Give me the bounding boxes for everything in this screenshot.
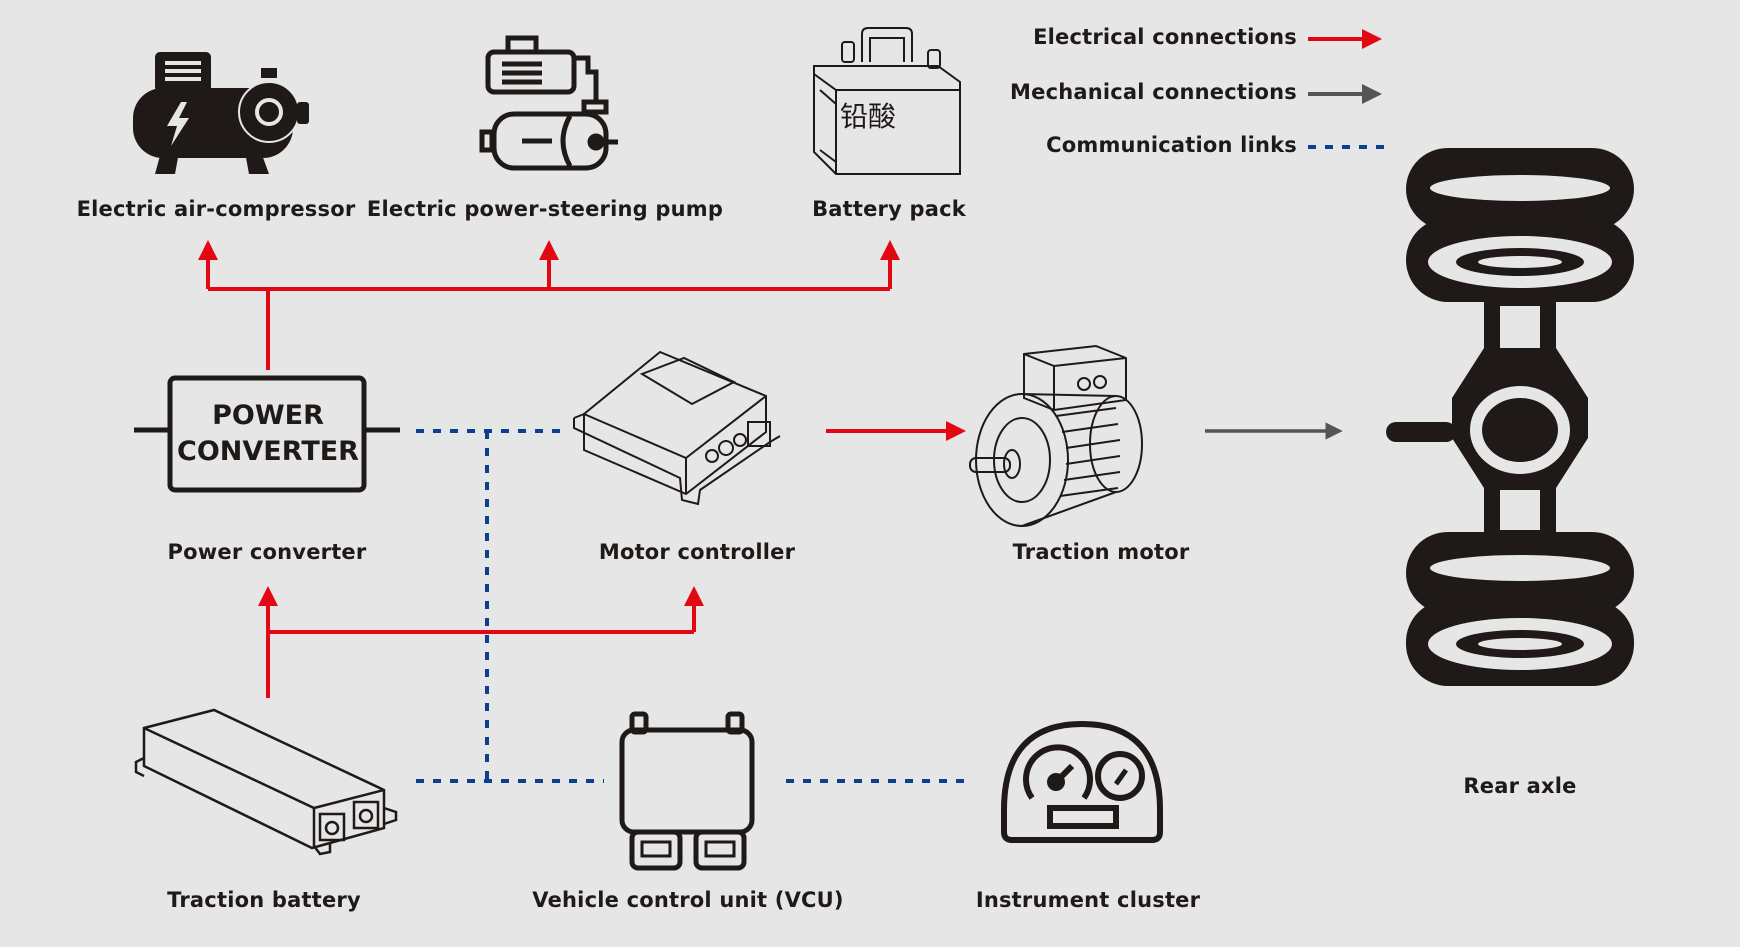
axle-icon <box>1386 148 1634 686</box>
legend-communication-label: Communication links <box>1046 133 1297 157</box>
steering-pump-icon <box>479 35 618 171</box>
communication-links <box>416 429 972 783</box>
electrical-connection-top-bus <box>198 240 900 370</box>
ecu-icon <box>619 711 755 871</box>
traction-battery-label: Traction battery <box>167 888 361 912</box>
power-converter-box-text: POWER CONVERTER <box>170 398 366 470</box>
electrical-connection-battery-bus <box>258 586 704 698</box>
steering-pump-label: Electric power-steering pump <box>366 197 724 221</box>
legend-mechanical-label: Mechanical connections <box>1010 80 1297 104</box>
electric-motor-icon <box>969 344 1143 527</box>
power-converter-label: Power converter <box>167 540 367 564</box>
motor-controller-label: Motor controller <box>598 540 796 564</box>
traction-motor-label: Traction motor <box>1012 540 1190 564</box>
power-converter-box-line1: POWER <box>212 400 324 431</box>
motor-controller-icon <box>573 350 781 506</box>
power-converter-box <box>134 375 400 493</box>
lead-acid-battery-icon: 铅酸 <box>813 27 961 175</box>
battery-module-icon <box>134 708 398 856</box>
vcu-label: Vehicle control unit (VCU) <box>532 888 844 912</box>
legend-electrical-label: Electrical connections <box>1033 25 1297 49</box>
battery-pack-icon-text: 铅酸 <box>840 100 896 133</box>
air-compressor-icon <box>133 52 309 174</box>
instrument-cluster-label: Instrument cluster <box>975 888 1201 912</box>
rear-axle-label: Rear axle <box>1463 774 1577 798</box>
dashboard-gauge-icon <box>1001 720 1163 843</box>
power-converter-box-line2: CONVERTER <box>177 436 359 467</box>
air-compressor-label: Electric air-compressor <box>76 197 356 221</box>
battery-pack-label: Battery pack <box>812 197 966 221</box>
